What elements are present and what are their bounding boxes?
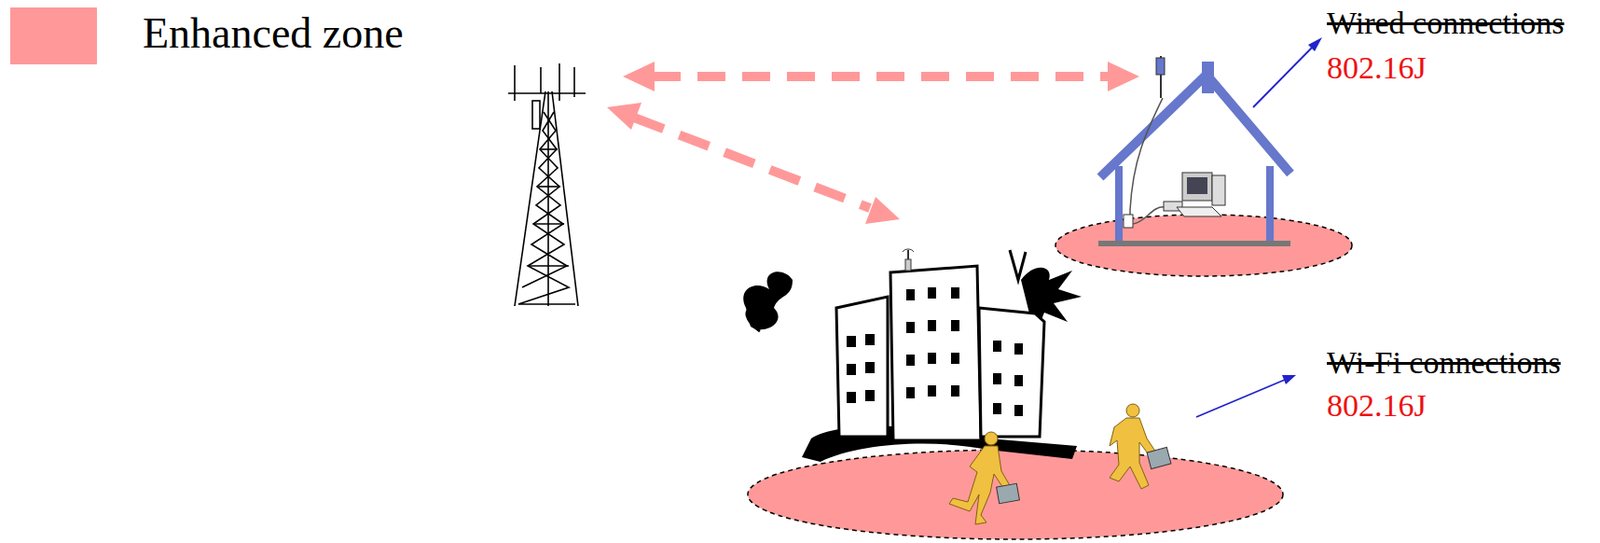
wireless-link [606,61,1140,224]
enhanced-zone [747,449,1283,539]
struck-label: Wi-Fi connections [1326,344,1561,380]
legend-text: Enhanced zone [142,10,404,58]
radio-tower [508,63,586,306]
struck-label: Wired connections [1326,5,1565,41]
legend-swatch [10,7,97,65]
house [1098,55,1291,247]
walking-person [949,431,1020,525]
walking-person [1109,403,1172,489]
leader-arrow [1196,37,1323,417]
city-buildings [743,248,1082,462]
standard-label: 802.16J [1326,50,1427,85]
enhanced-zone [1055,214,1352,276]
standard-label: 802.16J [1326,387,1427,423]
